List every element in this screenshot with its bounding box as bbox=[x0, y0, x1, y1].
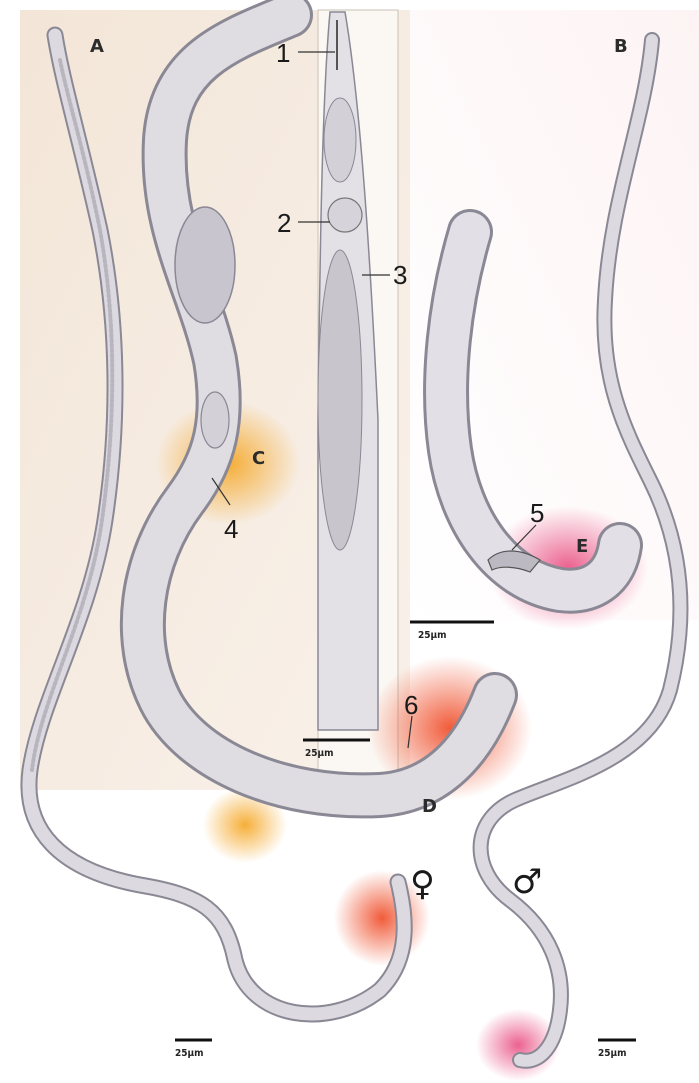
scale-label-male-whole: 25μm bbox=[598, 1048, 627, 1059]
callout-4: 4 bbox=[224, 514, 238, 544]
panel-label-a: A bbox=[90, 36, 104, 57]
median-bulb bbox=[328, 198, 362, 232]
callout-1: 1 bbox=[276, 38, 290, 68]
ovary-egg-mass bbox=[175, 207, 235, 323]
scale-label-female-whole: 25μm bbox=[175, 1048, 204, 1059]
female-symbol: ♀ bbox=[410, 864, 435, 904]
esophagus-corpus bbox=[324, 98, 356, 182]
scale-label-inset-male-tail: 25μm bbox=[418, 630, 447, 641]
callout-2: 2 bbox=[277, 208, 291, 238]
scale-label-inset-head: 25μm bbox=[305, 748, 334, 759]
panel-label-e: E bbox=[576, 536, 588, 557]
panel-label-c: C bbox=[252, 448, 265, 469]
panel-label-b: B bbox=[614, 36, 628, 57]
callout-6: 6 bbox=[404, 690, 418, 720]
callout-5: 5 bbox=[530, 498, 544, 528]
esophageal-gland bbox=[318, 250, 362, 550]
callout-3: 3 bbox=[393, 260, 407, 290]
spermatheca bbox=[201, 392, 229, 448]
panel-label-d: D bbox=[422, 796, 437, 817]
male-symbol: ♂ bbox=[512, 862, 542, 902]
